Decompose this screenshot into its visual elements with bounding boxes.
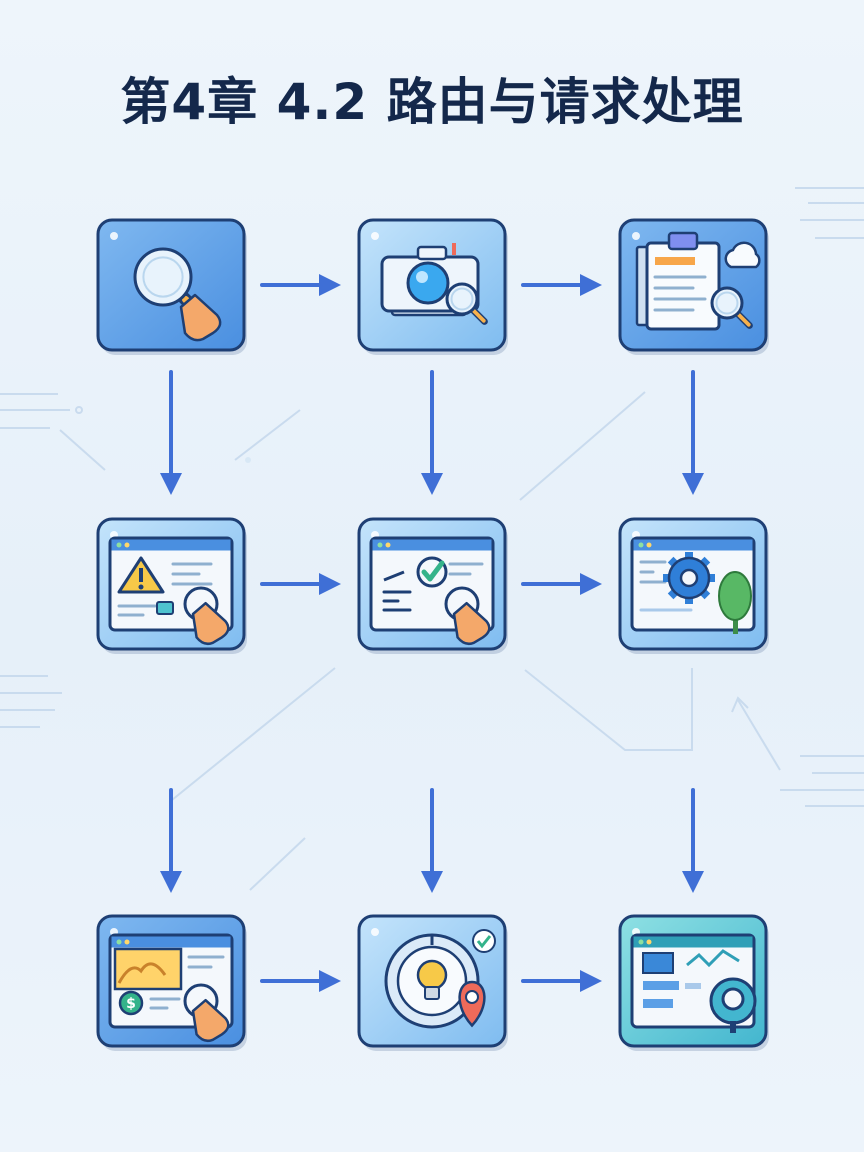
arrow-idea-to-dashboard (521, 970, 602, 992)
checkmark-window-icon (369, 536, 495, 646)
arrow-verify-to-settings (521, 573, 602, 595)
node-search (96, 218, 247, 355)
arrow-search-to-camera (260, 274, 341, 296)
svg-text:$: $ (126, 996, 136, 1012)
clipboard-cloud-icon (635, 231, 761, 331)
node-settings (618, 517, 769, 654)
node-verify (357, 517, 508, 654)
arrow-payment-to-idea (260, 970, 341, 992)
node-docs (618, 218, 769, 355)
arrow-docs-to-settings (682, 370, 704, 495)
node-payment: $ (96, 914, 247, 1051)
arrow-warning-to-verify (260, 573, 341, 595)
flow-edges (160, 274, 704, 992)
node-camera (357, 218, 508, 355)
node-idea (357, 914, 508, 1051)
arrow-camera-to-docs (521, 274, 602, 296)
node-warning (96, 517, 247, 654)
flow-nodes: $ (96, 218, 769, 1051)
arrow-into-row3-col2 (421, 788, 443, 893)
gear-tree-window-icon (630, 536, 756, 634)
arrow-search-to-warning (160, 370, 182, 495)
lightbulb-pin-icon (384, 929, 496, 1029)
arrow-into-row3-col1 (160, 788, 182, 893)
arrow-camera-to-verify (421, 370, 443, 495)
page-title: 第4章 4.2 路由与请求处理 (120, 73, 744, 131)
dashboard-pin-icon (630, 933, 757, 1033)
camera-search-icon (380, 243, 488, 325)
arrow-into-row3-col3 (682, 788, 704, 893)
node-dashboard (618, 914, 769, 1051)
chart-dollar-window-icon: $ (108, 933, 234, 1043)
magnifier-hand-icon (133, 247, 222, 342)
warning-window-icon (108, 536, 234, 646)
